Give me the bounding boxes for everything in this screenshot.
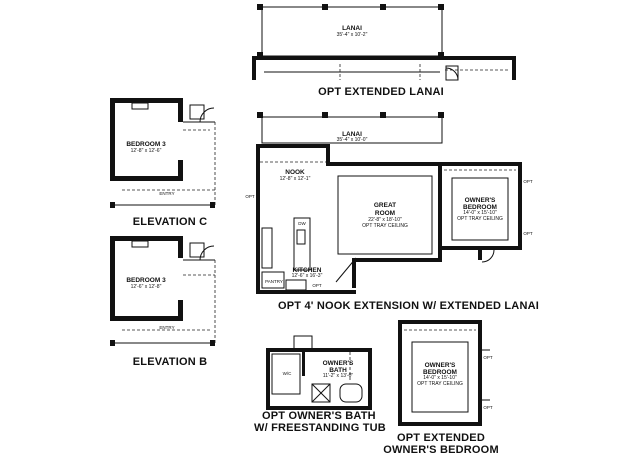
owners-bath-dims: 11'-2" x 13'-0" [322,373,354,379]
great-room-note: OPT TRAY CEILING [362,223,408,229]
opt-label-ext-bottom: OPT [483,405,493,410]
owners-bath-name-2: BATH [329,367,347,374]
kitchen-name: KITCHEN [292,267,322,274]
caption-opt-nook-extension: OPT 4' NOOK EXTENSION W/ EXTENDED LANAI [278,300,539,312]
opt-label-bedroom-right-bottom: OPT [523,231,533,236]
wc-label: W/C [282,371,292,376]
bedroom3-c-dims: 12'-8" x 12'-6" [130,148,162,154]
caption-elevation-b: ELEVATION B [132,356,208,368]
owners-bedroom-main-note: OPT TRAY CEILING [457,216,503,222]
pantry-label: PANTRY [265,279,283,284]
lanai-top-dims: 35'-4" x 10'-2" [336,32,368,38]
owners-bedroom-main-dims: 14'-0" x 15'-10" [463,210,497,216]
opt-label-nook: OPT [245,194,255,199]
entry-c-label: ENTRY [159,191,175,196]
owners-bedroom-ext-note: OPT TRAY CEILING [417,381,463,387]
entry-b-label: ENTRY [159,325,175,330]
dw-label: DW [298,221,306,226]
bedroom3-b-dims: 12'-6" x 12'-8" [130,284,162,290]
caption-opt-extended-owners-bedroom-2: OWNER'S BEDROOM [383,444,499,456]
caption-opt-owners-bath-2: W/ FREESTANDING TUB [254,422,386,434]
elevation-b-plan [110,236,216,346]
opt-label-bedroom-right-top: OPT [523,179,533,184]
owners-bedroom-main-name-1: OWNER'S [464,197,496,204]
caption-opt-owners-bath-1: OPT OWNER'S BATH [262,410,376,422]
nook-extension-plan [256,112,522,294]
opt-extended-lanai-plan [252,4,516,81]
caption-opt-extended-owners-bedroom-1: OPT EXTENDED [397,432,485,444]
bedroom3-b-name: BEDROOM 3 [126,277,166,284]
owners-bath-name-1: OWNER'S [322,360,354,367]
opt-label-ext-top: OPT [483,355,493,360]
great-room-name-1: GREAT [373,202,397,209]
elevation-c-plan [110,98,216,208]
caption-elevation-c: ELEVATION C [132,216,208,228]
great-room-name-2: ROOM [374,210,396,217]
kitchen-dims: 12'-6" x 16'-3" [291,273,323,279]
lanai-main-name: LANAI [342,131,362,138]
lanai-main-dims: 35'-4" x 10'-0" [336,137,368,143]
bedroom3-c-name: BEDROOM 3 [126,141,166,148]
caption-opt-extended-lanai: OPT EXTENDED LANAI [318,86,444,98]
owners-bedroom-main-name-2: BEDROOM [463,204,497,211]
owners-bedroom-ext-dims: 14'-0" x 15'-10" [423,375,457,381]
nook-dims: 12'-8" x 12'-1" [279,176,311,182]
owners-bedroom-ext-name-1: OWNER'S [424,362,456,369]
opt-label-kitchen: OPT [312,283,322,288]
great-room-dims: 22'-8" x 18'-10" [368,217,402,223]
lanai-top-name: LANAI [342,25,362,32]
owners-bedroom-ext-name-2: BEDROOM [423,369,457,376]
opt-owners-bath-plan [266,335,372,410]
opt-extended-owners-bedroom-plan [398,320,490,426]
nook-name: NOOK [285,169,305,176]
